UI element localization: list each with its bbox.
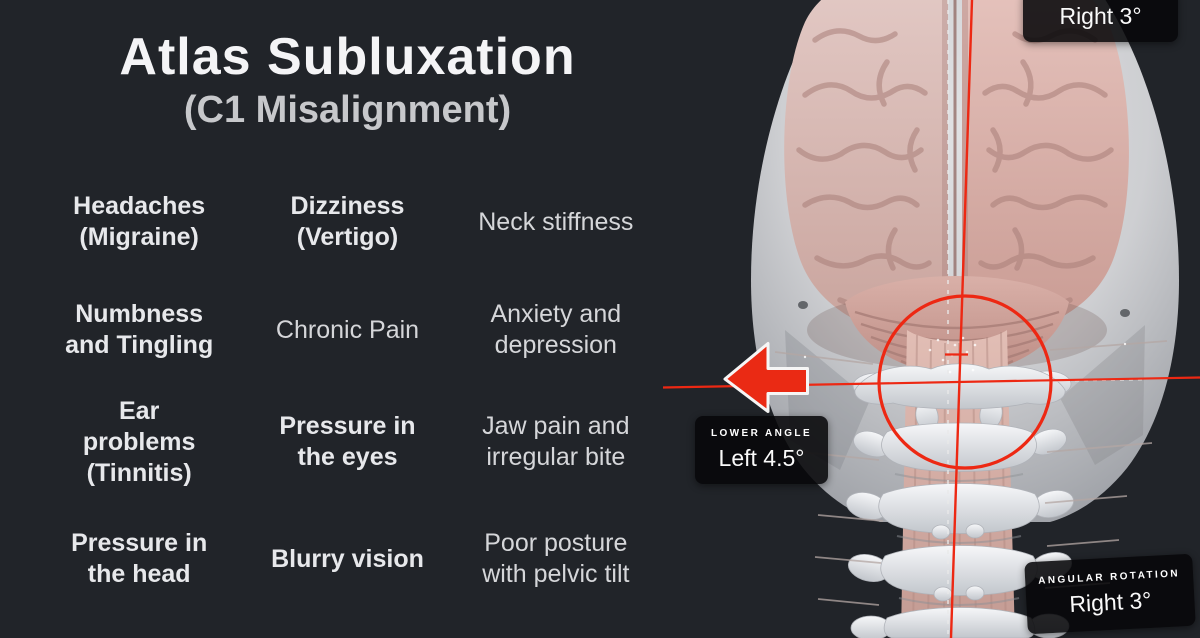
angular-rotation-label: ANGULAR ROTATION [1037, 568, 1181, 587]
atlas-focus-circle [877, 294, 1053, 470]
page-title: Atlas Subluxation [119, 28, 576, 86]
symptom-item: Poor posture with pelvic tilt [482, 529, 630, 588]
symptom-item: Ear problems (Tinnitis) [82, 396, 196, 487]
angular-rotation-value: Right 3° [1068, 586, 1153, 618]
symptom-item: Neck stiffness [478, 207, 634, 236]
left-ear-dimple [798, 301, 808, 309]
head-render [662, 0, 1200, 638]
symptom-item: Pressure in the head [71, 529, 208, 588]
left-arrow-icon [723, 342, 809, 413]
symptom-item: Blurry vision [271, 544, 424, 573]
upper-angle-value: Right 3° [1059, 2, 1142, 29]
symptom-item: Dizziness (Vertigo) [290, 192, 405, 251]
header: Atlas Subluxation (C1 Misalignment) [35, 28, 660, 132]
lower-angle-value: Left 4.5° [718, 445, 805, 471]
angular-rotation-badge: ANGULAR ROTATION Right 3° [1024, 553, 1196, 635]
symptom-item: Headaches (Migraine) [73, 192, 206, 251]
symptom-item: Chronic Pain [275, 315, 420, 344]
upper-angle-badge: Right 3° [1023, 0, 1178, 42]
symptom-item: Pressure in the eyes [279, 412, 416, 471]
anatomy-panel: Right 3° LOWER ANGLE Left 4.5° ANGULAR R… [655, 0, 1200, 638]
page-subtitle: (C1 Misalignment) [183, 89, 512, 132]
lower-angle-badge: LOWER ANGLE Left 4.5° [695, 416, 828, 484]
symptom-item: Anxiety and depression [490, 300, 622, 359]
vertical-axis-line [949, 0, 974, 638]
symptom-panel: Atlas Subluxation (C1 Misalignment) Head… [65, 28, 633, 588]
symptom-grid: Headaches (Migraine) Dizziness (Vertigo)… [35, 170, 660, 620]
right-ear-dimple [1120, 309, 1130, 317]
symptom-item: Jaw pain and irregular bite [482, 412, 630, 471]
lower-angle-label: LOWER ANGLE [710, 428, 813, 439]
symptom-item: Numbness and Tingling [65, 300, 214, 359]
